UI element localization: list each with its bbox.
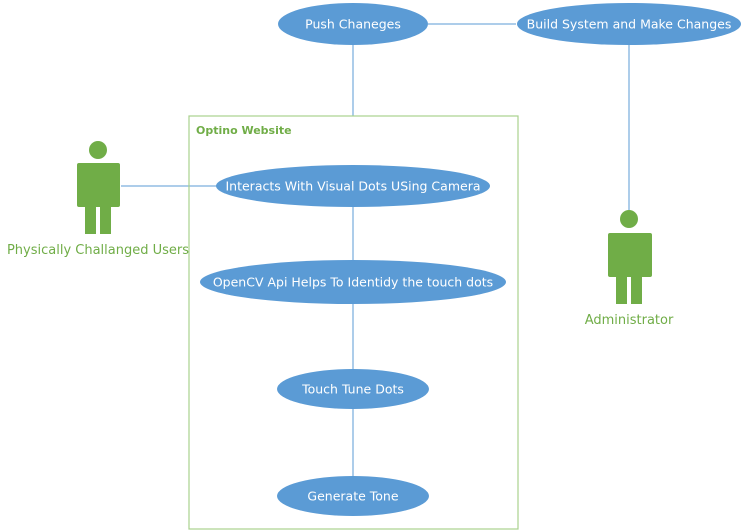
actor-label: Physically Challanged Users [7,243,189,258]
system-boundary: Optino Website [188,115,519,530]
usecase-label: Build System and Make Changes [527,17,732,32]
actor-administrator[interactable]: Administrator [585,210,674,328]
usecase-opencv[interactable]: OpenCV Api Helps To Identidy the touch d… [200,260,506,304]
usecase-ellipse [278,3,428,45]
usecase-touch-tune[interactable]: Touch Tune Dots [277,369,429,409]
usecase-label: Interacts With Visual Dots USing Camera [225,179,480,194]
usecase-push-changes[interactable]: Push Chaneges [278,3,428,45]
actor-label: Administrator [585,313,674,328]
system-boundary-title: Optino Website [196,124,292,137]
usecase-generate-tone[interactable]: Generate Tone [277,476,429,516]
usecase-build-system[interactable]: Build System and Make Changes [517,3,741,45]
usecase-interacts[interactable]: Interacts With Visual Dots USing Camera [216,165,490,207]
usecase-ellipse [277,369,429,409]
usecase-ellipse [216,165,490,207]
actor-users[interactable]: Physically Challanged Users [7,141,189,258]
usecase-label: OpenCV Api Helps To Identidy the touch d… [213,275,493,290]
usecase-label: Generate Tone [307,489,398,504]
stick-figure-icon [77,141,120,234]
usecase-ellipse [277,476,429,516]
usecase-label: Touch Tune Dots [301,382,404,397]
usecase-ellipse [200,260,506,304]
usecase-label: Push Chaneges [305,17,401,32]
usecase-ellipse [517,3,741,45]
stick-figure-icon [608,210,652,304]
connectors [121,23,630,476]
system-boundary-rect [188,115,519,530]
